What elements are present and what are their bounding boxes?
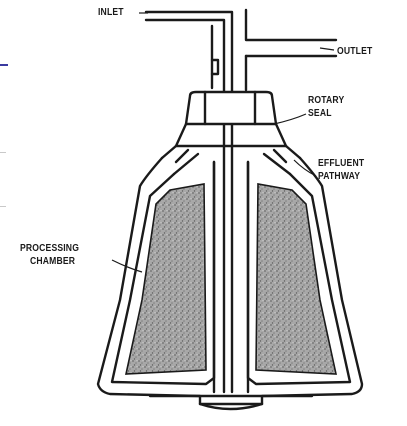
- label-pathway: PATHWAY: [318, 171, 360, 182]
- label-inlet: INLET: [98, 7, 124, 18]
- edge-mark-mid: [0, 152, 6, 153]
- label-rotary: ROTARY: [308, 95, 344, 106]
- outlet-pipe-outer: [246, 10, 336, 40]
- label-chamber: CHAMBER: [30, 256, 75, 267]
- label-outlet: OUTLET: [337, 46, 372, 57]
- label-processing: PROCESSING: [20, 243, 79, 254]
- leader-rotary-seal: [274, 114, 306, 124]
- processing-chamber-right: [256, 184, 336, 374]
- rotary-seal: [186, 92, 276, 124]
- processing-chamber-left: [126, 184, 206, 374]
- leader-outlet: [320, 48, 334, 50]
- edge-mark-top: [0, 64, 8, 66]
- label-effluent: EFFLUENT: [318, 158, 364, 169]
- label-seal: SEAL: [308, 108, 332, 119]
- edge-mark-low: [0, 206, 6, 207]
